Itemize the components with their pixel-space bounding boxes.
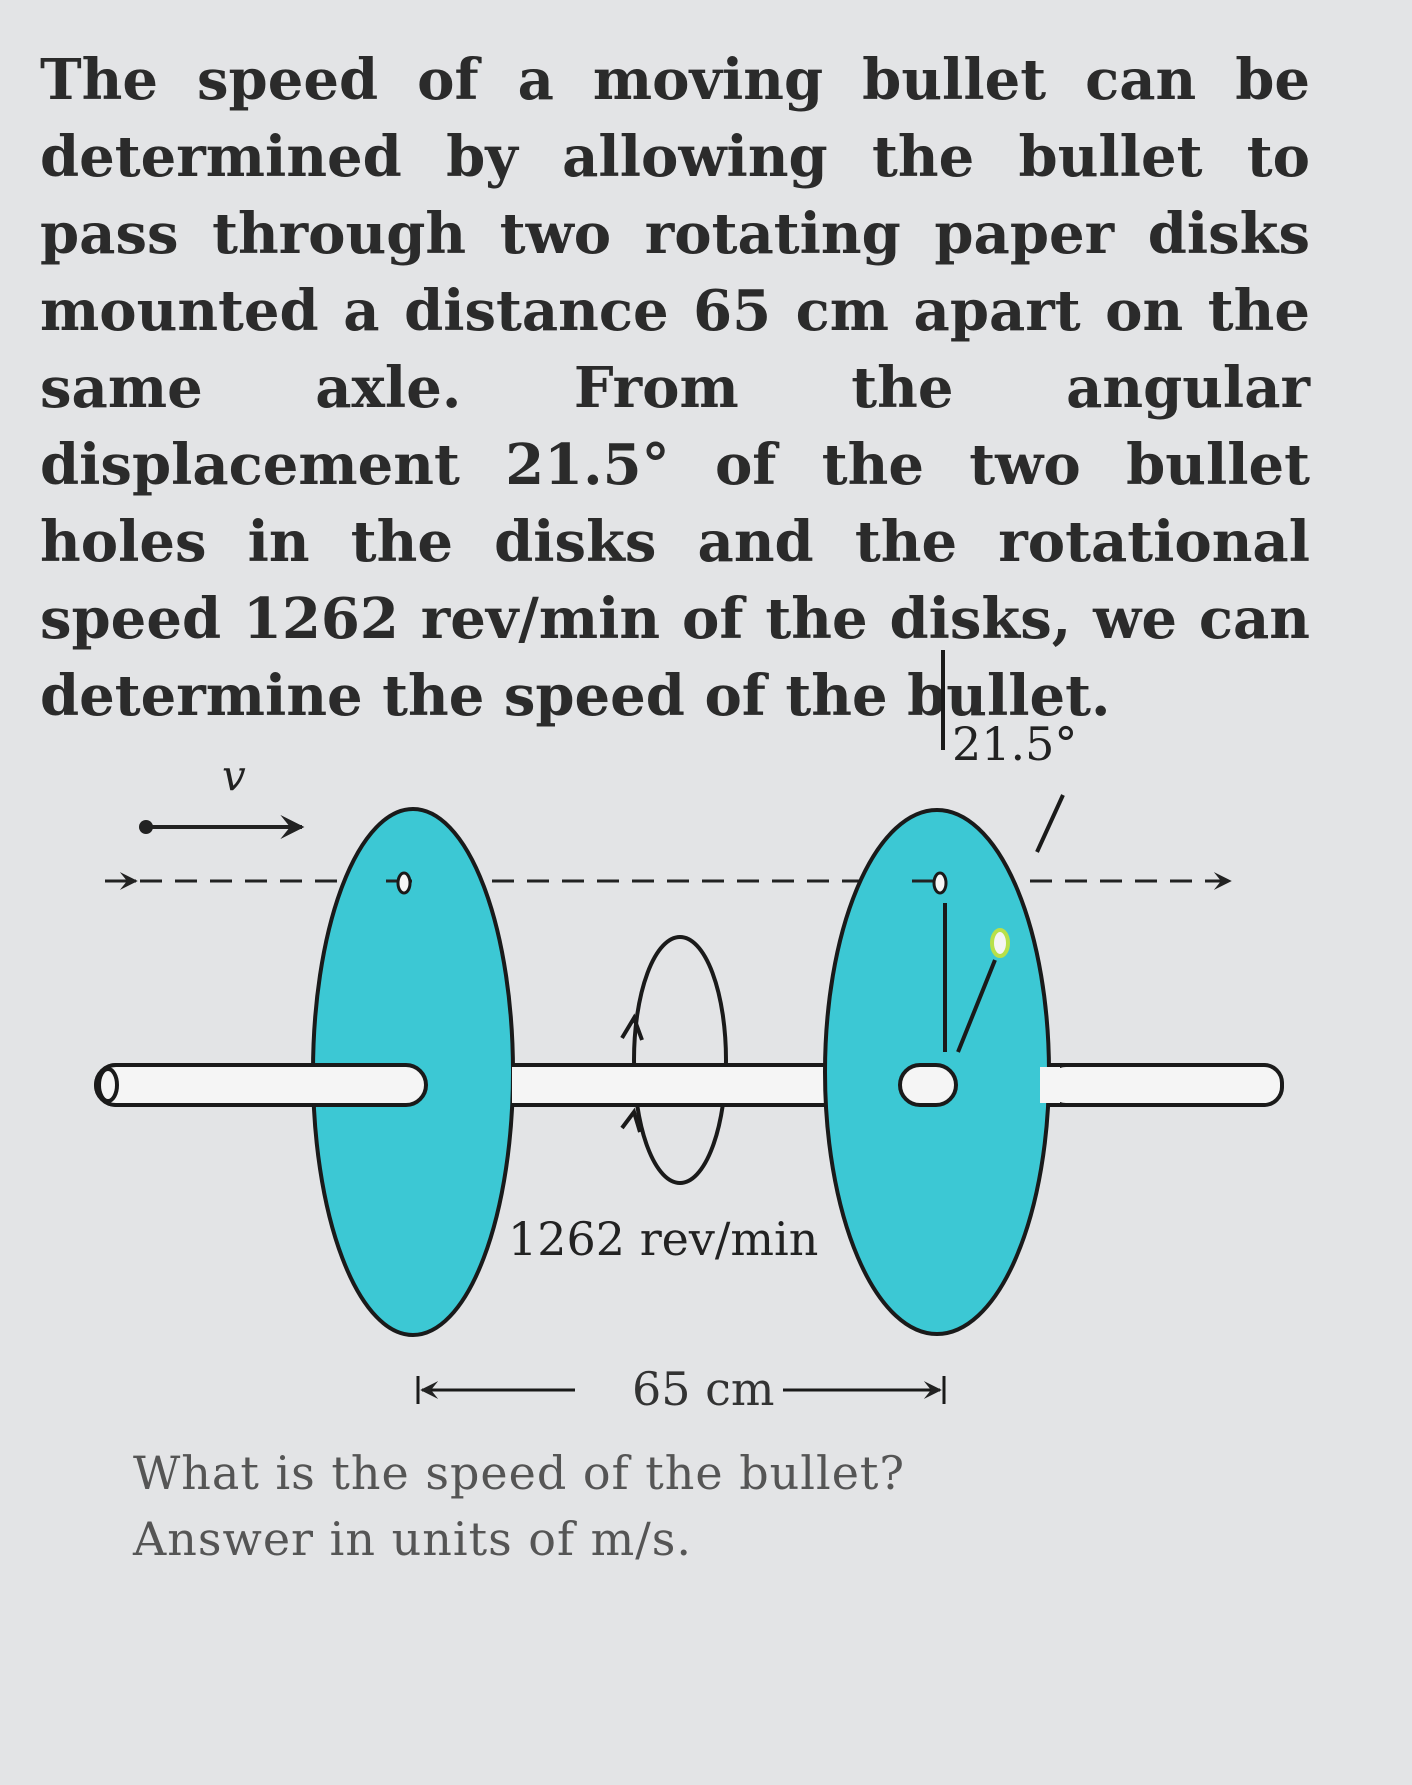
question-block: What is the speed of the bullet? Answer … bbox=[133, 1440, 905, 1572]
axle-end-left bbox=[97, 1067, 119, 1103]
velocity-label: v bbox=[222, 751, 246, 800]
axle-right-outer bbox=[1046, 1063, 1284, 1107]
bullet-disk-diagram: v 21.5° 1262 rev/min 65 cm bbox=[94, 650, 1284, 1416]
question-text: What is the speed of the bullet? bbox=[133, 1446, 906, 1500]
rotation-speed-label: 1262 rev/min bbox=[508, 1212, 818, 1266]
problem-statement: The speed of a moving bullet can be dete… bbox=[40, 47, 1310, 729]
axle-right-inner bbox=[898, 1063, 958, 1107]
right-bullet-hole bbox=[932, 871, 948, 895]
rotation-arrow-tail bbox=[620, 1107, 642, 1133]
axle-right-mask bbox=[1040, 1067, 1060, 1103]
angle-displaced-line bbox=[956, 959, 997, 1053]
angle-tick-slanted bbox=[1035, 794, 1065, 853]
axle-left-cap bbox=[94, 1063, 428, 1107]
distance-label: 65 cm bbox=[632, 1362, 775, 1416]
displaced-bullet-hole bbox=[990, 928, 1010, 958]
rotation-loop bbox=[632, 935, 728, 1185]
answer-units-text: Answer in units of m/s. bbox=[133, 1512, 692, 1566]
rotation-arrow-head bbox=[620, 1013, 644, 1041]
angle-label: 21.5° bbox=[952, 717, 1077, 771]
left-bullet-hole bbox=[396, 871, 412, 895]
